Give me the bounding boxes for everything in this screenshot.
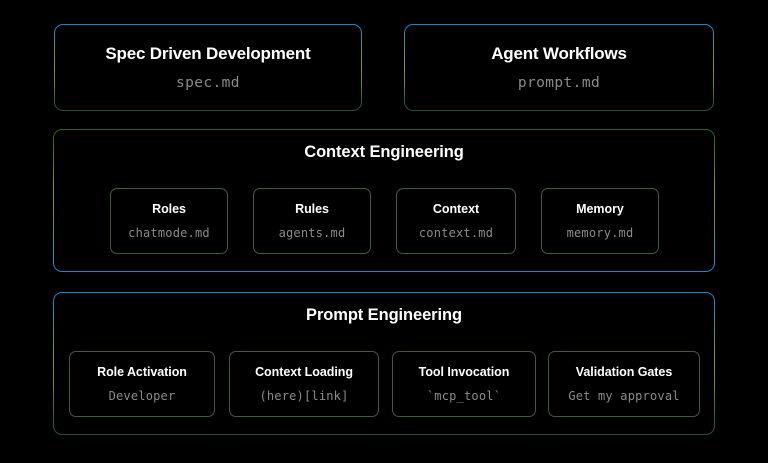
leaf-title: Memory <box>576 201 624 216</box>
leaf-subtitle: agents.md <box>278 226 346 241</box>
leaf-title: Roles <box>152 201 186 216</box>
section-body: Context Engineering Roles chatmode.md Ru… <box>54 130 714 271</box>
leaf-card-tool-invocation[interactable]: Tool Invocation `mcp_tool` <box>392 351 536 417</box>
card-title: Spec Driven Development <box>105 43 311 63</box>
leaf-title: Context Loading <box>255 364 353 379</box>
leaf-title: Context <box>432 201 480 216</box>
section-context-engineering: Context Engineering Roles chatmode.md Ru… <box>53 129 715 272</box>
leaf-subtitle: Get my approval <box>568 389 680 404</box>
section-body: Prompt Engineering Role Activation Devel… <box>54 293 714 434</box>
card-agent-workflows[interactable]: Agent Workflows prompt.md <box>404 24 714 111</box>
leaf-card-rules[interactable]: Rules agents.md <box>253 188 371 254</box>
card-title: Agent Workflows <box>491 43 627 63</box>
leaf-subtitle: Developer <box>108 389 176 404</box>
leaf-card-context[interactable]: Context context.md <box>396 188 516 254</box>
section-title: Prompt Engineering <box>306 306 462 324</box>
card-subtitle: spec.md <box>176 74 240 91</box>
leaf-card-context-loading[interactable]: Context Loading (here)[link] <box>229 351 379 417</box>
leaf-title: Role Activation <box>97 364 187 379</box>
leaf-subtitle: chatmode.md <box>128 226 210 241</box>
leaf-card-validation-gates[interactable]: Validation Gates Get my approval <box>548 351 700 417</box>
leaf-card-memory[interactable]: Memory memory.md <box>541 188 659 254</box>
leaf-title: Tool Invocation <box>418 364 510 379</box>
leaf-title: Rules <box>295 201 329 216</box>
leaf-title: Validation Gates <box>575 364 673 379</box>
leaf-subtitle: context.md <box>418 226 494 241</box>
leaf-subtitle: (here)[link] <box>259 389 349 404</box>
leaf-card-role-activation[interactable]: Role Activation Developer <box>69 351 215 417</box>
card-body: Agent Workflows prompt.md <box>405 25 713 110</box>
leaf-subtitle: `mcp_tool` <box>426 389 502 404</box>
card-spec-driven-development[interactable]: Spec Driven Development spec.md <box>54 24 362 111</box>
section-prompt-engineering: Prompt Engineering Role Activation Devel… <box>53 292 715 435</box>
card-body: Spec Driven Development spec.md <box>55 25 361 110</box>
card-subtitle: prompt.md <box>517 74 601 91</box>
section-title: Context Engineering <box>304 143 464 161</box>
leaf-subtitle: memory.md <box>566 226 634 241</box>
leaf-card-roles[interactable]: Roles chatmode.md <box>110 188 228 254</box>
